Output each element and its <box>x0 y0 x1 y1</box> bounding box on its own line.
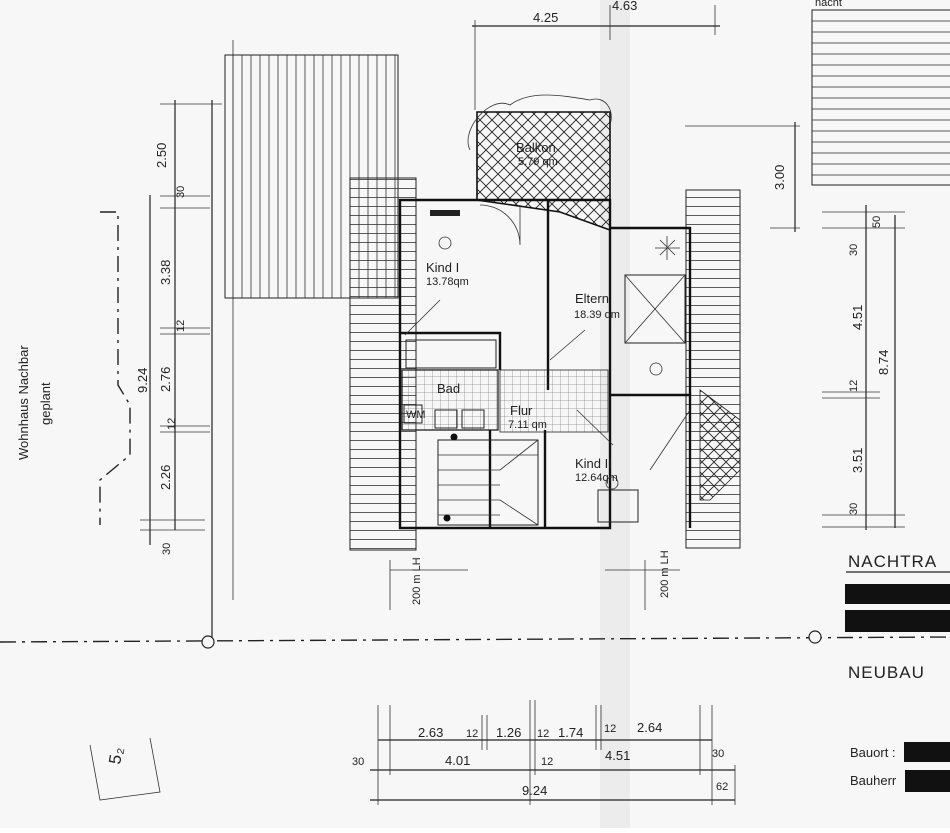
roof-section-left <box>349 177 417 551</box>
radiator <box>430 210 460 216</box>
dim-top-b: 4.63 <box>612 0 637 13</box>
dim-bottom-r1-0: 2.63 <box>418 725 443 740</box>
dim-right-451: 4.51 <box>850 305 865 330</box>
dim-bottom-r2-1: 4.01 <box>445 753 470 768</box>
kind1-label: Kind I <box>426 260 459 275</box>
balkon-label: Balkon <box>516 140 556 155</box>
bad-tile-floor <box>401 369 499 431</box>
bauort-label: Bauort : <box>850 745 896 760</box>
dim-bottom-r1-1: 12 <box>466 728 478 740</box>
neighbor-label-line2: geplant <box>38 382 53 425</box>
dim-bottom-r2-3: 4.51 <box>605 748 630 763</box>
wm-box <box>403 404 423 424</box>
exterior-walls <box>398 198 612 530</box>
dim-bottom-r2-2: 12 <box>541 756 553 768</box>
dim-bottom-r1-3: 12 <box>537 728 549 740</box>
axis-marker <box>808 630 822 644</box>
dim-bottom-r2-0: 30 <box>352 756 364 768</box>
title-neubau: NEUBAU <box>848 663 925 682</box>
balkon-area-label: 5.79 qm <box>518 156 558 168</box>
dim-left-30b: 30 <box>161 543 173 555</box>
plant-symbol <box>655 236 680 260</box>
dim-bottom-r1-6: 2.64 <box>637 720 662 735</box>
door-swing <box>549 329 586 361</box>
door-swing <box>479 204 521 246</box>
balkon-plants <box>467 94 612 151</box>
redaction-bar <box>904 742 950 762</box>
stair-post <box>450 433 458 441</box>
dim-left-226: 2.26 <box>158 465 173 490</box>
flur-tile-floor <box>499 369 609 433</box>
flur-label: Flur <box>510 403 533 418</box>
bathtub <box>405 339 497 369</box>
redaction-bar <box>905 770 950 792</box>
corner-label: nacht <box>815 0 842 9</box>
eltern-area-label: 18.39 qm <box>574 309 620 321</box>
clearance-left-label: 200 m LH <box>411 557 423 605</box>
wall-eltern-east <box>610 226 692 395</box>
dim-left-30: 30 <box>175 186 187 198</box>
pencil-note: 5₂ <box>105 745 127 766</box>
washbasin <box>461 409 485 429</box>
wall-kind1-bad <box>400 331 502 370</box>
axis-marker <box>201 635 215 649</box>
kind2-label: Kind II <box>575 456 612 471</box>
dim-left-338: 3.38 <box>158 260 173 285</box>
right-roof-stripes <box>811 9 950 186</box>
dim-left-12b: 12 <box>166 418 178 430</box>
dim-right-30: 30 <box>848 244 860 256</box>
dim-chain-bottom <box>370 700 736 805</box>
dim-top-a: 4.25 <box>533 10 558 25</box>
dim-right-30b: 30 <box>848 503 860 515</box>
pencil-mark <box>89 737 161 801</box>
dim-right-12: 12 <box>848 380 860 392</box>
bauherr-label: Bauherr <box>850 773 897 788</box>
axis-line <box>0 636 950 643</box>
kind2-area-label: 12.64qm <box>575 472 618 484</box>
washbasin <box>434 409 458 429</box>
dim-left-276: 2.76 <box>158 367 173 392</box>
dim-right-50: 50 <box>871 216 883 228</box>
door-swing <box>404 299 441 336</box>
dim-bottom-r1-4: 1.74 <box>558 725 583 740</box>
door-swing <box>649 409 691 471</box>
clearance-right-label: 200 m LH <box>659 550 671 598</box>
flur-area-label: 7.11 qm <box>508 419 547 431</box>
neighbor-outline <box>99 211 131 525</box>
dim-bottom-r1-5: 12 <box>604 723 616 735</box>
bad-label: Bad <box>437 381 460 396</box>
desk <box>597 489 639 523</box>
wm-label: WM <box>406 409 426 421</box>
dim-right-874: 8.74 <box>876 350 891 375</box>
dim-right-351: 3.51 <box>850 448 865 473</box>
redaction-bar <box>845 584 950 604</box>
bed <box>624 274 686 344</box>
lamp-symbol <box>649 362 663 376</box>
dim-chain-right <box>822 205 905 530</box>
title-nachtrag: NACHTRA <box>848 552 937 571</box>
balkon-area <box>476 111 611 232</box>
dim-bottom-r2-4: 30 <box>712 748 724 760</box>
dim-top-c: 3.00 <box>772 165 787 190</box>
dim-chain-left <box>140 100 222 545</box>
chimney-hatch <box>699 389 741 501</box>
dim-bottom-r3-0: 9.24 <box>522 783 547 798</box>
redaction-bar <box>845 610 950 632</box>
bed-cross <box>624 274 686 344</box>
dim-bottom-r3-1: 62 <box>716 781 728 793</box>
dim-left-12a: 12 <box>175 320 187 332</box>
neighbor-label-line1: Wohnhaus Nachbar <box>16 345 31 460</box>
lamp-symbol <box>605 476 619 490</box>
staircase <box>437 439 539 526</box>
dim-bottom-r1-2: 1.26 <box>496 725 521 740</box>
dim-left-924: 9.24 <box>135 368 150 393</box>
stair-post <box>443 514 451 522</box>
door-swing <box>576 409 614 446</box>
kind1-area-label: 13.78qm <box>426 276 469 288</box>
eltern-label: Eltern <box>575 291 609 306</box>
dim-left-250: 2.50 <box>154 143 169 168</box>
lamp-symbol <box>438 236 452 250</box>
